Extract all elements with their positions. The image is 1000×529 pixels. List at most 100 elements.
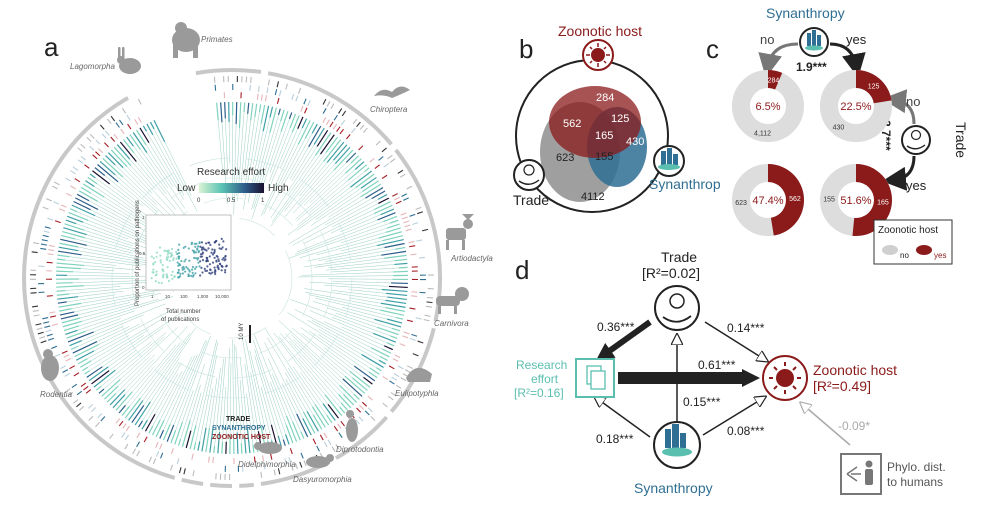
inset-point xyxy=(165,275,168,278)
zoonotic-tick xyxy=(404,224,411,228)
inset-point xyxy=(170,247,174,251)
effort-bar xyxy=(62,320,82,328)
tree-branch xyxy=(133,152,167,195)
tree-branch xyxy=(328,260,395,268)
trade-tick xyxy=(390,392,397,397)
tree-branch xyxy=(82,221,129,240)
trade-tick xyxy=(170,464,173,471)
tree-branch xyxy=(297,275,394,278)
inset-point xyxy=(220,247,223,251)
tree-branch xyxy=(233,343,238,433)
inset-point xyxy=(191,268,194,271)
effort-bar xyxy=(383,345,394,351)
inset-point xyxy=(221,258,224,261)
inset-point xyxy=(217,266,220,269)
inset-point xyxy=(160,281,163,285)
venn-count-zoonotic-only: 284 xyxy=(596,92,614,104)
effort-bar xyxy=(301,118,308,129)
effort-bar xyxy=(280,109,285,122)
tree-branch xyxy=(229,363,232,435)
synanthropy-tick xyxy=(124,434,130,441)
zoonotic-tick xyxy=(115,418,121,424)
opossum-silhouette xyxy=(254,442,282,454)
effort-bar xyxy=(58,302,82,308)
inset-point xyxy=(195,257,198,260)
effort-bar xyxy=(134,401,151,426)
tree-branch xyxy=(318,329,362,355)
tree-branch xyxy=(114,164,158,206)
effort-bar xyxy=(380,302,406,308)
inset-point xyxy=(218,247,221,250)
tree-branch xyxy=(243,111,260,210)
inset-point xyxy=(171,270,174,273)
trade-tick xyxy=(424,314,431,317)
inset-point xyxy=(162,274,165,277)
effort-bar xyxy=(159,429,165,439)
inset-point xyxy=(167,249,170,252)
trade-tick xyxy=(375,140,381,146)
tree-branch xyxy=(340,240,383,252)
tree-branch xyxy=(263,144,299,215)
zoonotic-tick xyxy=(59,208,66,212)
tree-branch xyxy=(331,203,379,228)
trade-tick xyxy=(80,143,86,149)
trade-tick xyxy=(42,206,49,210)
tree-branch xyxy=(342,306,388,320)
zoonotic-tick xyxy=(256,93,259,100)
zoonotic-tick xyxy=(95,151,101,157)
trade-tick xyxy=(426,301,433,304)
inset-point xyxy=(163,249,166,252)
trade-tick xyxy=(412,353,419,357)
trade-tick xyxy=(86,137,92,143)
donut-zoonotic-slice xyxy=(852,164,893,236)
tree-branch xyxy=(254,355,279,436)
synanthropy-tick xyxy=(274,89,278,96)
inset-point xyxy=(155,251,158,254)
inset-point xyxy=(187,247,190,250)
tree-branch xyxy=(291,144,315,182)
inset-point xyxy=(194,251,197,254)
inset-point xyxy=(209,243,212,247)
inset-point xyxy=(181,272,185,275)
zoonotic-tick xyxy=(212,456,214,464)
inset-point xyxy=(188,268,191,272)
donut-non-zoonotic-count: 155 xyxy=(823,197,835,204)
inset-point xyxy=(165,256,169,259)
effort-bar xyxy=(324,394,343,417)
effort-bar xyxy=(385,227,401,233)
effort-bar xyxy=(67,331,94,343)
tree-branch xyxy=(284,372,308,412)
zoonotic-tick xyxy=(113,133,119,140)
trade-tick xyxy=(387,154,393,160)
donut-zoonotic-count: 562 xyxy=(789,196,801,203)
trade-tick xyxy=(124,443,129,450)
inset-point xyxy=(208,255,211,258)
research-effort-tick-0: 0 xyxy=(197,198,201,204)
effort-bar xyxy=(379,309,405,316)
inset-point xyxy=(206,259,210,263)
effort-bar xyxy=(217,431,221,454)
tree-branch xyxy=(288,197,366,245)
synanthropy-tick xyxy=(97,413,103,419)
effort-bar xyxy=(129,134,141,150)
tree-branch xyxy=(219,358,226,432)
tree-branch xyxy=(318,334,370,369)
inset-point xyxy=(192,274,195,277)
panel-b-venn: b Zoonotic host Trade xyxy=(495,0,720,230)
trade-tick xyxy=(64,388,71,393)
trade-tick xyxy=(338,108,343,114)
inset-point xyxy=(177,268,180,272)
tree-branch xyxy=(78,250,153,265)
effort-bar xyxy=(277,108,281,116)
effort-bar xyxy=(269,107,277,133)
inset-point xyxy=(204,242,208,245)
effort-bar xyxy=(66,215,84,223)
effort-bar xyxy=(262,105,270,132)
inset-point xyxy=(168,259,171,263)
tree-branch xyxy=(96,326,130,342)
effort-bar xyxy=(56,289,66,292)
effort-bar xyxy=(384,242,405,249)
effort-bar xyxy=(69,340,83,347)
inset-point xyxy=(224,258,227,261)
effort-bar xyxy=(374,318,402,328)
